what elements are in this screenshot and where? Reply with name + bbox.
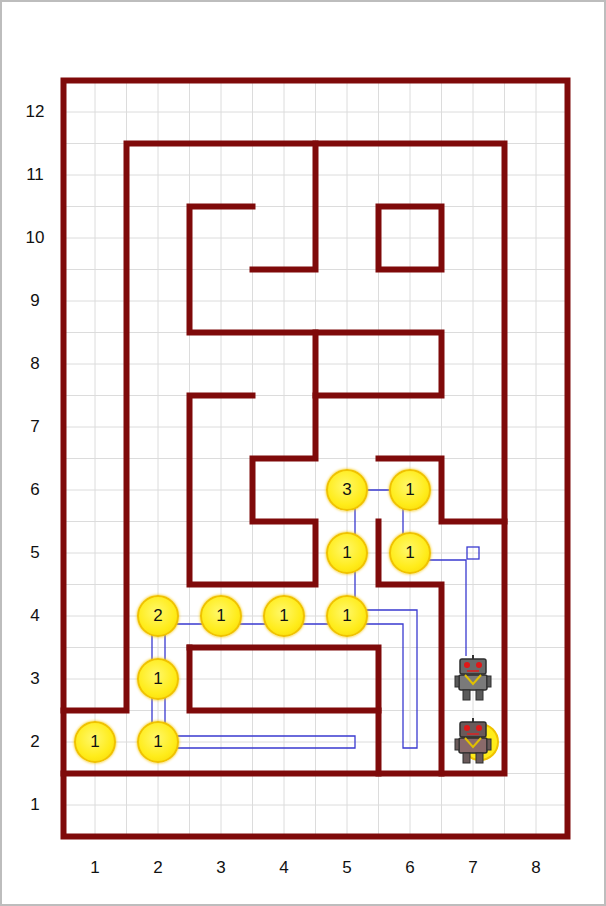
axis-number: 4 (18, 605, 52, 627)
axis-number: 3 (204, 857, 238, 879)
outer-wall (64, 81, 568, 837)
axis-number: 10 (18, 227, 52, 249)
axis-number: 2 (18, 731, 52, 753)
axis-number: 12 (18, 101, 52, 123)
coin-value: 1 (391, 534, 429, 572)
coin-token: 1 (389, 469, 431, 511)
route-line (152, 490, 466, 748)
wall (190, 648, 379, 711)
coin-token: 3 (326, 469, 368, 511)
maze-walls (64, 81, 568, 837)
coin-value: 1 (265, 597, 303, 635)
route-waypoint (467, 547, 479, 559)
wall (64, 144, 505, 774)
axis-number: 4 (267, 857, 301, 879)
coin-value: 3 (328, 471, 366, 509)
coin-token: 1 (326, 532, 368, 574)
coin-value: 1 (202, 597, 240, 635)
coin-value: 1 (391, 471, 429, 509)
axis-number: 11 (18, 164, 52, 186)
coin-value: 2 (139, 597, 177, 635)
coin-token: 1 (137, 658, 179, 700)
wall (190, 648, 379, 774)
wall (190, 333, 316, 585)
coin-token: 1 (74, 721, 116, 763)
grid-horizontal (64, 112, 568, 805)
axis-number: 1 (18, 794, 52, 816)
grid-lines (64, 81, 568, 837)
axis-number: 6 (393, 857, 427, 879)
axis-number: 5 (330, 857, 364, 879)
axis-number: 8 (18, 353, 52, 375)
axis-number: 5 (18, 542, 52, 564)
axis-number: 3 (18, 668, 52, 690)
axis-number: 7 (18, 416, 52, 438)
wall (379, 459, 505, 522)
coin-value: 1 (139, 723, 177, 761)
coin-token: 1 (263, 595, 305, 637)
axis-number: 6 (18, 479, 52, 501)
coin-value: 1 (76, 723, 114, 761)
axis-number: 7 (456, 857, 490, 879)
axis-number: 1 (78, 857, 112, 879)
axis-number: 9 (18, 290, 52, 312)
coin-token: 1 (326, 595, 368, 637)
coin-token: 1 (137, 721, 179, 763)
wall (379, 207, 442, 270)
coin-value: 1 (328, 534, 366, 572)
robot-figure (455, 655, 491, 700)
coin-value: 1 (139, 660, 177, 698)
coin-token: 2 (137, 595, 179, 637)
coin-token: 1 (389, 532, 431, 574)
wall (253, 144, 316, 270)
axis-number: 8 (519, 857, 553, 879)
wall (379, 522, 442, 774)
coin-value: 1 (328, 597, 366, 635)
robot-figure (455, 718, 491, 763)
coin-token: 1 (200, 595, 242, 637)
axis-number: 2 (141, 857, 175, 879)
